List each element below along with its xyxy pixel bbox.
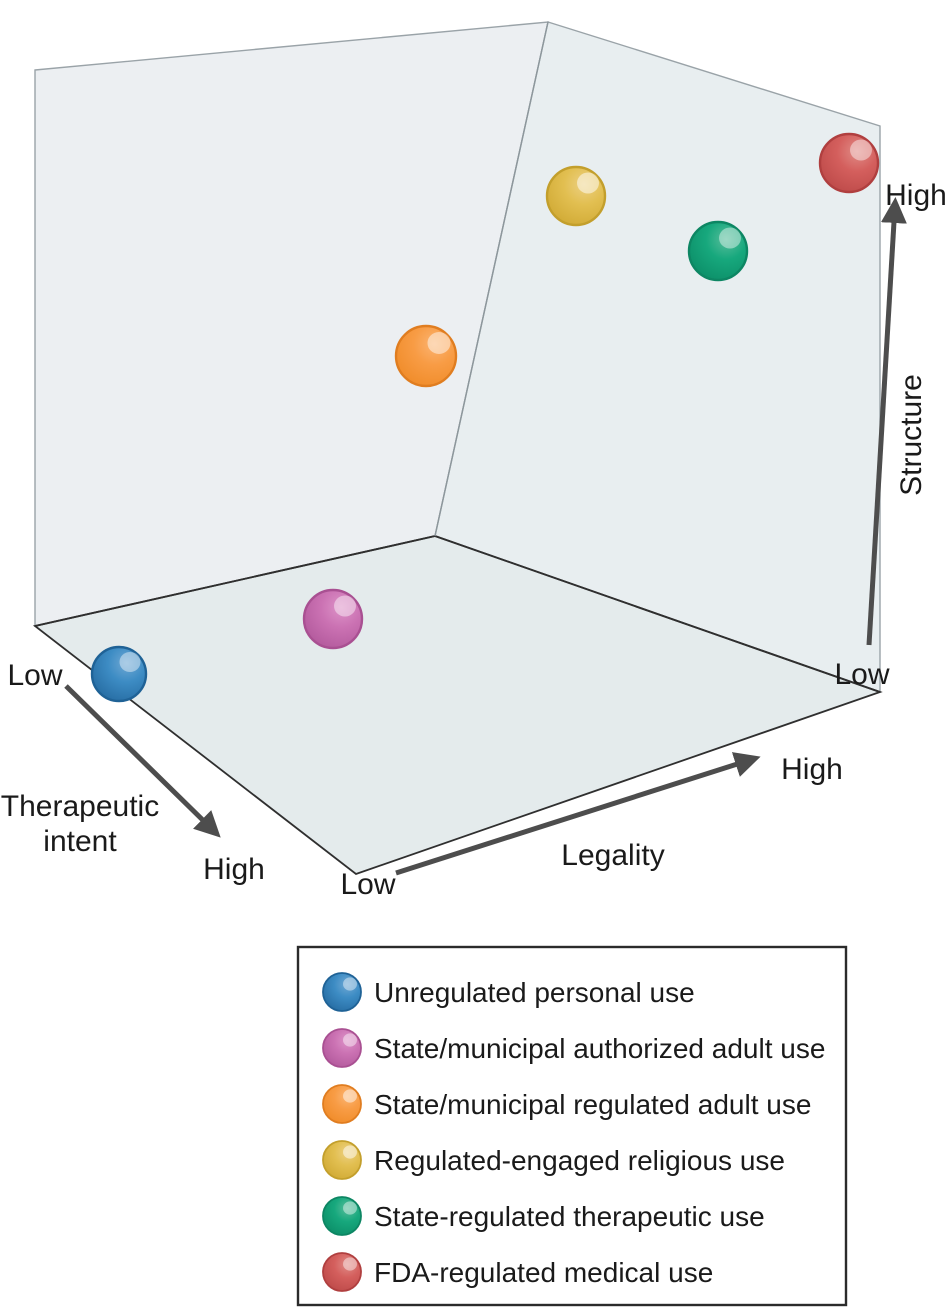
legend-item-label: State-regulated therapeutic use [374,1201,765,1232]
legend-swatch-highlight [343,1201,357,1215]
legend-item[interactable]: State-regulated therapeutic use [322,1196,765,1236]
legend-item[interactable]: State/municipal authorized adult use [322,1028,825,1068]
structure-axis-arrow [866,197,907,646]
legality-axis-title: Legality [561,839,664,872]
legend-swatch-yellow [322,1140,362,1180]
legend-swatch-green [322,1196,362,1236]
data-point-fda-regulated-medical-use[interactable] [818,132,880,194]
legend-item-label: Unregulated personal use [374,977,695,1008]
therapeutic-low-label: Low [7,659,62,692]
legend-swatch-highlight [343,977,357,991]
sphere-red [818,132,880,194]
axis-structure: Low High Structure [834,179,946,691]
legend: Unregulated personal use State/municipal… [296,945,848,1307]
wall-vertical-corner-edge [434,21,549,537]
sphere-highlight [719,227,741,249]
axis-therapeutic-intent: Low High Therapeutic intent [1,659,265,886]
sphere-highlight [577,172,599,194]
plot-box [32,21,883,876]
legend-item[interactable]: State/municipal regulated adult use [322,1084,811,1124]
legend-swatch-blue [322,972,362,1012]
legend-item-label: State/municipal regulated adult use [374,1089,811,1120]
legend-item[interactable]: FDA-regulated medical use [322,1252,713,1292]
legend-box [296,945,848,1307]
legend-swatch-highlight [343,1033,357,1047]
floor-back-left-edge [34,535,436,627]
legend-swatch-pink [322,1028,362,1068]
therapeutic-high-label: High [203,853,265,886]
legality-high-label: High [781,753,843,786]
therapeutic-axis-title-line2: intent [43,825,117,858]
sphere-blue [90,645,148,703]
legend-item-label: Regulated-engaged religious use [374,1145,785,1176]
data-points [90,132,880,703]
structure-high-label: High [885,179,946,212]
structure-low-label: Low [834,658,889,691]
sphere-highlight [119,652,141,672]
legend-swatch-highlight [343,1089,357,1103]
structure-axis-title: Structure [895,374,928,496]
data-point-state-municipal-regulated-adult-use[interactable] [394,324,458,388]
therapeutic-axis-title-line1: Therapeutic [1,790,159,823]
floor-back-right-edge [434,535,881,693]
legend-item-label: FDA-regulated medical use [374,1257,713,1288]
data-point-state-municipal-authorized-adult-use[interactable] [302,588,364,650]
legend-swatch-orange [322,1084,362,1124]
data-point-regulated-engaged-religious-use[interactable] [545,165,607,227]
legend-swatch-highlight [343,1257,357,1271]
sphere-pink [302,588,364,650]
axis-legality: Low High Legality [340,752,843,901]
data-point-state-regulated-therapeutic-use[interactable] [687,220,749,282]
sphere-highlight [850,139,872,161]
legend-item[interactable]: Regulated-engaged religious use [322,1140,785,1180]
legend-item-label: State/municipal authorized adult use [374,1033,825,1064]
legend-item[interactable]: Unregulated personal use [322,972,695,1012]
legend-swatch-highlight [343,1145,357,1159]
sphere-orange [394,324,458,388]
sphere-highlight [334,595,356,617]
legend-swatch-red [322,1252,362,1292]
legality-low-label: Low [340,868,395,901]
sphere-green [687,220,749,282]
legality-axis-arrow [395,752,761,876]
sphere-highlight [427,332,451,354]
sphere-yellow [545,165,607,227]
data-point-unregulated-personal-use[interactable] [90,645,148,703]
therapeutic-axis-arrow [64,684,221,838]
